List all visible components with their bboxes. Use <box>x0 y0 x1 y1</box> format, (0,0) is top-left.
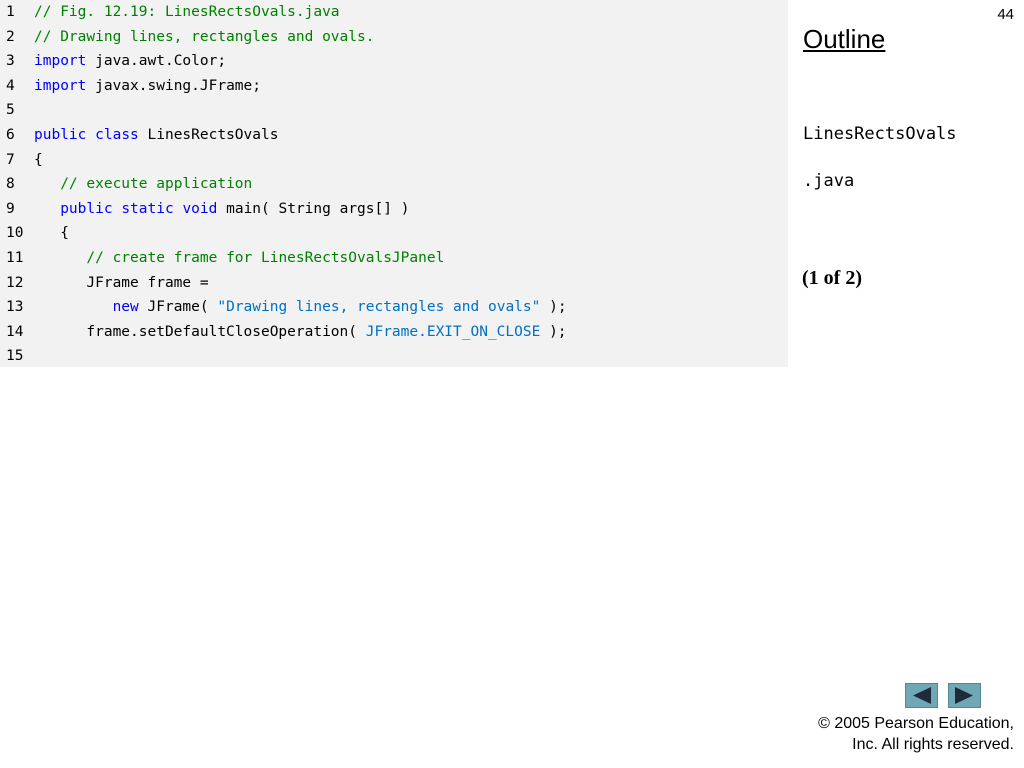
code-token-comment: // Fig. 12.19: LinesRectsOvals.java <box>34 4 340 20</box>
code-text: public class LinesRectsOvals <box>34 123 278 148</box>
file-name-part1: LinesRectsOvals <box>803 124 957 144</box>
next-slide-button[interactable] <box>948 683 981 708</box>
code-token-keyword: static <box>121 200 174 217</box>
code-token-keyword: import <box>34 53 87 70</box>
code-token-comment: // execute application <box>60 176 253 193</box>
code-token-constant: JFrame.EXIT_ON_CLOSE <box>365 323 541 340</box>
code-token-plain <box>34 201 60 217</box>
code-token-plain: ); <box>540 299 567 316</box>
code-line: 12 JFrame frame = <box>0 271 788 296</box>
code-token-plain <box>34 250 86 266</box>
code-token-keyword: public <box>60 200 113 217</box>
code-text: // execute application <box>34 172 252 197</box>
code-line: 6 public class LinesRectsOvals <box>0 123 788 148</box>
code-token-keyword: class <box>95 127 139 143</box>
line-number: 1 <box>6 4 15 20</box>
code-line: 11 // create frame for LinesRectsOvalsJP… <box>0 246 788 271</box>
copyright-line-1: © 2005 Pearson Education, <box>818 715 1014 732</box>
code-token-plain: ); <box>540 323 567 340</box>
code-token-plain: JFrame( <box>138 299 218 316</box>
code-line: 9 public static void main( String args[]… <box>0 197 788 222</box>
outline-title: Outline <box>803 24 886 54</box>
code-token-plain: { <box>34 151 43 168</box>
code-text: // Drawing lines, rectangles and ovals. <box>34 25 374 50</box>
previous-slide-button[interactable] <box>905 683 938 708</box>
code-token-plain: frame.setDefaultCloseOperation( <box>34 323 366 340</box>
code-line: 13 new JFrame( "Drawing lines, rectangle… <box>0 295 788 320</box>
code-line: 10 { <box>0 221 788 246</box>
line-number: 14 <box>6 323 24 340</box>
code-token-keyword: void <box>182 200 218 217</box>
code-text: import java.awt.Color; <box>34 49 226 74</box>
line-number: 4 <box>6 77 15 94</box>
line-number: 9 <box>6 200 15 217</box>
code-token-string: "Drawing lines, rectangles and ovals" <box>217 299 541 316</box>
code-line: 7{ <box>0 148 788 173</box>
code-text: { <box>34 221 69 246</box>
line-number: 12 <box>6 274 24 291</box>
line-number: 11 <box>6 250 24 266</box>
line-number: 8 <box>6 176 15 193</box>
code-token-keyword: public <box>34 127 87 143</box>
code-token-plain <box>86 127 95 143</box>
copyright-notice: © 2005 Pearson Education, Inc. All right… <box>818 714 1014 755</box>
code-line: 15 <box>0 344 788 369</box>
code-line: 1 // Fig. 12.19: LinesRectsOvals.java <box>0 0 788 25</box>
code-text: JFrame frame = <box>34 271 209 296</box>
line-number: 3 <box>6 53 15 70</box>
line-number: 15 <box>6 348 24 365</box>
code-token-plain: java.awt.Color; <box>86 53 227 70</box>
code-text: // create frame for LinesRectsOvalsJPane… <box>34 246 444 271</box>
code-line: 5 <box>0 98 788 123</box>
code-line: 8 // execute application <box>0 172 788 197</box>
code-text: public static void main( String args[] ) <box>34 197 409 222</box>
slide-number: 44 <box>997 6 1014 23</box>
code-text: // Fig. 12.19: LinesRectsOvals.java <box>34 0 340 25</box>
copyright-line-2: Inc. All rights reserved. <box>852 735 1014 753</box>
code-token-keyword: new <box>112 299 139 316</box>
code-token-comment: // create frame for LinesRectsOvalsJPane… <box>86 250 445 266</box>
code-text: { <box>34 148 43 173</box>
code-token-plain: LinesRectsOvals <box>138 127 279 143</box>
code-line: 2 // Drawing lines, rectangles and ovals. <box>0 25 788 50</box>
code-token-plain: main( String args[] ) <box>217 200 410 217</box>
code-listing-panel: 1 // Fig. 12.19: LinesRectsOvals.java 2 // … <box>0 0 788 367</box>
code-token-plain <box>34 299 113 315</box>
code-text: import javax.swing.JFrame; <box>34 74 261 99</box>
code-text: frame.setDefaultCloseOperation( JFrame.E… <box>34 320 567 345</box>
line-number: 5 <box>6 102 15 119</box>
page-indicator: (1 of 2) <box>802 267 862 289</box>
code-token-keyword: import <box>34 77 87 94</box>
line-number: 10 <box>6 225 24 242</box>
line-number: 6 <box>6 127 15 143</box>
code-line: 3 import java.awt.Color; <box>0 49 788 74</box>
code-token-plain: javax.swing.JFrame; <box>86 77 261 94</box>
code-text: new JFrame( "Drawing lines, rectangles a… <box>34 295 567 320</box>
line-number: 13 <box>6 299 24 316</box>
line-number: 2 <box>6 28 15 45</box>
code-token-plain: { <box>34 225 69 242</box>
code-token-plain <box>34 176 60 192</box>
triangle-right-icon <box>955 687 973 704</box>
code-token-comment: // Drawing lines, rectangles and ovals. <box>34 28 375 45</box>
code-token-plain: JFrame frame = <box>34 274 209 291</box>
triangle-left-icon <box>913 687 931 704</box>
line-number: 7 <box>6 151 15 168</box>
code-line: 4 import javax.swing.JFrame; <box>0 74 788 99</box>
file-name-part2: .java <box>803 171 855 191</box>
code-line: 14 frame.setDefaultCloseOperation( JFram… <box>0 320 788 345</box>
